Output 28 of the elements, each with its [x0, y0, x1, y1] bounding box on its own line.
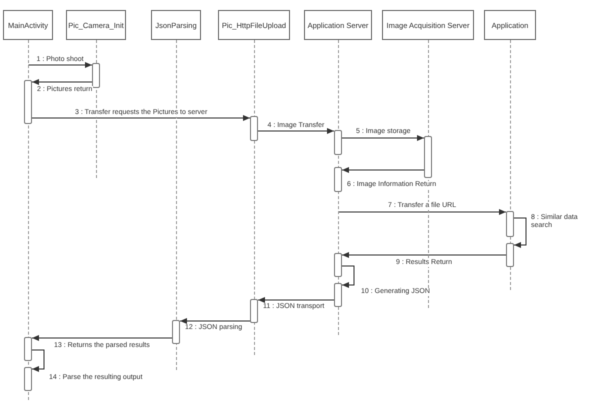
message-arrow	[258, 128, 334, 134]
message-arrow	[342, 252, 506, 258]
activation-bar	[334, 283, 342, 307]
activation-bar	[424, 136, 432, 178]
message-arrow	[342, 167, 424, 173]
activation-bar	[506, 211, 514, 237]
activation-bar	[24, 80, 32, 124]
message-arrow	[514, 218, 526, 248]
message-arrow	[32, 335, 172, 341]
activation-bar	[334, 253, 342, 277]
message-arrow	[342, 266, 354, 288]
activation-bar	[24, 367, 32, 391]
activation-bar	[334, 167, 342, 192]
message-arrow	[32, 79, 92, 85]
activation-bar	[172, 320, 180, 344]
message-arrow	[342, 135, 424, 141]
activation-bar	[24, 337, 32, 361]
activation-bar	[334, 130, 342, 155]
message-arrow	[32, 115, 250, 121]
activation-bar	[250, 299, 258, 323]
message-arrow	[338, 209, 506, 215]
activation-bar	[92, 63, 100, 88]
message-arrow	[28, 62, 92, 68]
message-arrow	[32, 350, 44, 372]
activation-bar	[250, 116, 258, 141]
message-arrow	[258, 297, 334, 303]
message-arrow	[180, 318, 250, 324]
activation-bar	[506, 243, 514, 267]
